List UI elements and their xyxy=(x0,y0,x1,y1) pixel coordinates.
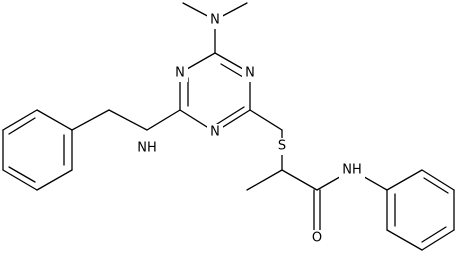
bond xyxy=(249,109,283,131)
atom-o-carbonyl: O xyxy=(310,230,324,247)
bond xyxy=(108,109,148,131)
bond xyxy=(216,106,245,125)
atom-n-ring-top-left: N xyxy=(172,65,188,82)
bond xyxy=(246,169,283,191)
atom-s-thioether: S xyxy=(276,138,288,155)
bond xyxy=(386,229,423,251)
bond xyxy=(146,109,181,131)
atom-nh-amide: NH xyxy=(339,162,365,179)
bond-lines xyxy=(2,2,455,251)
bond xyxy=(421,169,455,191)
bond xyxy=(423,177,449,194)
bond xyxy=(8,166,36,183)
svg-text:N: N xyxy=(175,66,185,81)
svg-text:N: N xyxy=(210,13,220,28)
svg-text:N: N xyxy=(210,125,220,140)
bond xyxy=(421,226,447,243)
bond xyxy=(2,109,38,131)
atom-labels: N N N N NH S NH O xyxy=(134,12,365,247)
svg-text:NH: NH xyxy=(342,163,362,178)
svg-text:N: N xyxy=(245,66,255,81)
atom-nh-benzylamino: NH xyxy=(134,140,160,157)
bond xyxy=(421,229,455,251)
bond xyxy=(386,169,423,191)
bond xyxy=(36,169,73,191)
bond xyxy=(8,117,36,135)
bond xyxy=(2,169,38,191)
atom-n-ring-bottom: N xyxy=(207,124,223,141)
atom-n-dimethyl: N xyxy=(207,12,223,29)
svg-text:S: S xyxy=(278,139,286,154)
svg-text:NH: NH xyxy=(137,141,157,156)
svg-text:O: O xyxy=(312,231,322,246)
bond xyxy=(36,109,73,131)
bond xyxy=(281,169,318,191)
bond xyxy=(71,109,110,131)
atom-n-ring-top-right: N xyxy=(242,65,258,82)
